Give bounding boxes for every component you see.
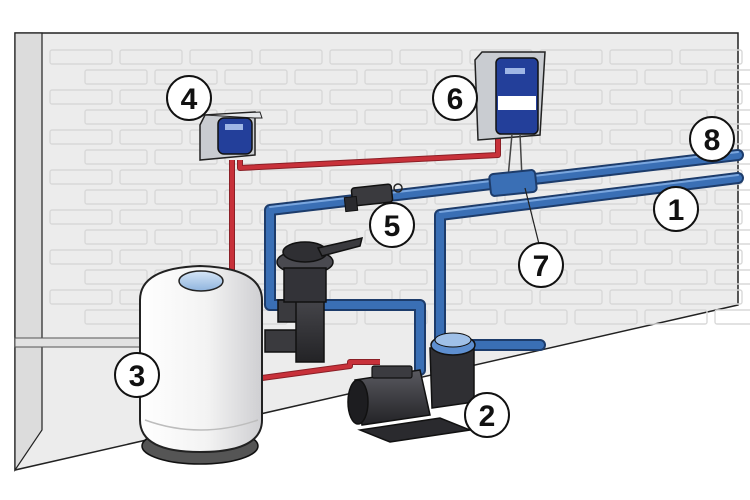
sand-filter-tank	[139, 264, 263, 465]
callout-6: 6	[432, 75, 478, 121]
callout-number: 5	[384, 210, 401, 243]
callout-number: 7	[533, 250, 550, 283]
callout-circle	[689, 116, 735, 162]
callout-group: 1 2 3 4 5 6 7 8	[114, 75, 735, 438]
callout-circle	[369, 202, 415, 248]
callout-5: 5	[369, 202, 415, 248]
electrical-control-box	[199, 111, 263, 161]
red-power-cables	[229, 135, 501, 381]
callout-number: 1	[668, 194, 685, 227]
conduit-pipe	[14, 337, 156, 348]
callout-number: 6	[447, 83, 464, 116]
chlorinator-control-unit	[474, 51, 546, 179]
callout-3: 3	[114, 352, 160, 398]
callout-circle	[653, 186, 699, 232]
callout-number: 2	[479, 400, 496, 433]
callout-leaders	[524, 187, 541, 249]
callout-number: 3	[129, 360, 146, 393]
callout-circle	[518, 242, 564, 288]
wall-side	[14, 32, 43, 472]
callout-7: 7	[518, 242, 564, 288]
callout-circle	[432, 75, 478, 121]
multiport-valve	[264, 236, 364, 363]
callout-circle	[166, 75, 212, 121]
callout-4: 4	[166, 75, 212, 121]
callout-8: 8	[689, 116, 735, 162]
sensor-probe	[343, 183, 403, 213]
callout-circle	[114, 352, 160, 398]
callout-circle	[464, 392, 510, 438]
flow-cell	[488, 169, 538, 197]
callout-number: 8	[704, 124, 721, 157]
callout-number: 4	[181, 83, 198, 116]
callout-2: 2	[464, 392, 510, 438]
callout-1: 1	[653, 186, 699, 232]
pool-pump	[347, 332, 476, 443]
